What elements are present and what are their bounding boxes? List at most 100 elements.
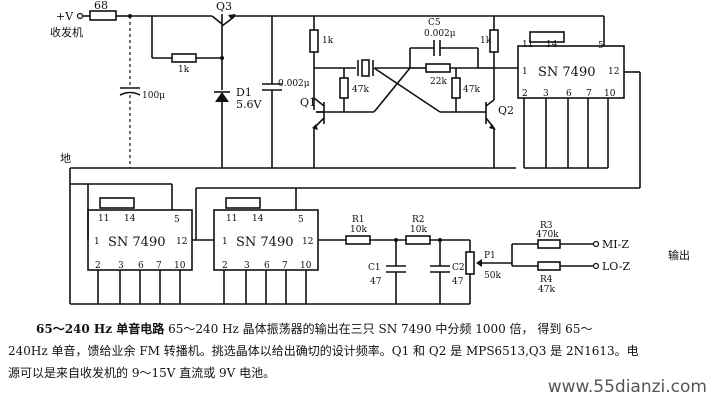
chip-1-pin-14: 14 [546,40,558,50]
caption-text-2: 240Hz 单音，馈给业余 FM 转播机。挑选晶体以给出确切的设计频率。Q1 和… [8,344,639,358]
potentiometer-p1 [465,251,475,275]
chip-3-pin-10: 10 [300,261,312,271]
c1-value: 47 [370,277,382,287]
resistor-r4 [537,261,561,271]
caption-line-1: 65～240 Hz 单音电路 65～240 Hz 晶体振荡器的输出在三只 SN … [8,318,708,340]
r2-value: 10k [410,225,427,235]
p1-label: P1 [484,251,496,261]
chip-3-pin-14: 14 [252,214,264,224]
output-label: 输出 [668,248,690,262]
chip-2-pin-1: 1 [94,237,100,247]
chip-2-name: SN 7490 [108,235,166,250]
caption-text-3: 源可以是来自收发机的 9～15V 直流或 9V 电池。 [8,366,276,380]
caption-text-1: 65～240 Hz 晶体振荡器的输出在三只 SN 7490 中分频 1000 倍… [168,322,593,336]
chip-3-pin-5: 5 [298,215,304,225]
resistor-47k-right [451,77,461,99]
q1-label: Q1 [300,96,316,109]
chip-2-pin-6: 6 [138,261,144,271]
transistor-q1 [312,97,325,168]
plus-v-label: +V [56,10,74,23]
lo-z-label: LO-Z [602,260,630,273]
transistor-q2 [485,99,496,168]
chip-2-pin-11: 11 [98,214,109,224]
chip-3-pin-1: 1 [222,237,228,247]
chip-1-pin-12: 12 [608,67,619,77]
resistor-1k-q1-label: 1k [322,36,334,46]
resistor-68 [89,10,117,21]
chip-3: 11 14 5 1 SN 7490 12 2 3 6 7 10 [195,188,346,304]
r2-label: R2 [412,215,425,225]
transceiver-label: 收发机 [50,25,83,39]
chip-3-pin-2: 2 [222,261,228,271]
chip-1-pin-6: 6 [566,89,572,99]
caption: 65～240 Hz 单音电路 65～240 Hz 晶体振荡器的输出在三只 SN … [8,318,708,384]
chip-1-pin-3: 3 [543,89,549,99]
c5-value: 0.002μ [424,29,456,39]
mi-z-label: MI-Z [602,238,629,251]
r1-label: R1 [352,215,365,225]
resistor-47k-left [339,77,349,99]
resistor-1k-base [171,53,197,63]
chip-1-pin-1: 1 [522,67,528,77]
mi-z-terminal [592,240,600,248]
resistor-1k-q1 [309,29,319,53]
chip-2-pin-10: 10 [174,261,186,271]
chip-3-pin-11: 11 [226,214,237,224]
resistor-22k-label: 22k [430,77,447,87]
chip-1-pin-10: 10 [604,89,616,99]
chip-1: 11 14 5 1 SN 7490 12 2 3 6 7 10 [196,15,641,189]
chip-1-pin-5: 5 [598,41,604,51]
chip-1-name: SN 7490 [538,65,596,80]
resistor-1k-base-label: 1k [178,65,190,75]
ground-label: 地 [60,152,71,165]
zener-d1 [215,92,229,102]
chip-3-pin-7: 7 [282,261,288,271]
input-terminal [76,12,84,20]
chip-3-pin-6: 6 [264,261,270,271]
cap-0002-label: 0.002μ [278,79,310,89]
c1-label: C1 [368,263,381,273]
chip-3-name: SN 7490 [236,235,294,250]
lo-z-terminal [592,262,600,270]
r4-label: R4 [540,275,553,285]
chip-2: 11 14 5 1 SN 7490 12 2 3 6 7 10 [69,168,468,305]
p1-value: 50k [484,271,501,281]
watermark: www.55dianzi.com [547,377,707,397]
chip-2-pin-12: 12 [176,237,187,247]
q3-label: Q3 [216,0,232,13]
transistor-q3 [211,14,236,34]
r3-label: R3 [540,221,553,231]
chip-3-pin-3: 3 [244,261,250,271]
chip-3-pin-12: 12 [302,237,313,247]
d1-label: D1 [236,86,252,99]
r1-value: 10k [350,225,367,235]
resistor-r1 [345,235,371,245]
chip-2-pin-5: 5 [174,215,180,225]
resistor-r3 [537,239,561,249]
d1-voltage: 5.6V [236,98,262,111]
chip-1-pin-7: 7 [586,89,592,99]
caption-title: 65～240 Hz 单音电路 [36,322,165,336]
r3-value: 470k [536,230,559,240]
resistor-68-label: 68 [94,0,108,12]
chip-1-pin-2: 2 [522,89,528,99]
resistor-47k-right-label: 47k [463,85,480,95]
chip-2-pin-7: 7 [156,261,162,271]
q2-label: Q2 [498,104,514,117]
resistor-22k [425,63,451,73]
chip-2-pin-14: 14 [124,214,136,224]
c5-label: C5 [428,18,441,28]
chip-1-pin-11: 11 [522,40,533,50]
resistor-r2 [405,235,431,245]
resistor-1k-q2 [489,29,499,53]
crystal [361,59,370,77]
chip-2-pin-3: 3 [118,261,124,271]
c2-value: 47 [452,277,464,287]
r4-value: 47k [538,285,555,295]
cap-100u-label: 100μ [142,91,165,101]
chip-2-pin-2: 2 [95,261,101,271]
c2-label: C2 [452,263,465,273]
resistor-47k-left-label: 47k [352,85,369,95]
resistor-1k-q2-label: 1k [480,36,492,46]
